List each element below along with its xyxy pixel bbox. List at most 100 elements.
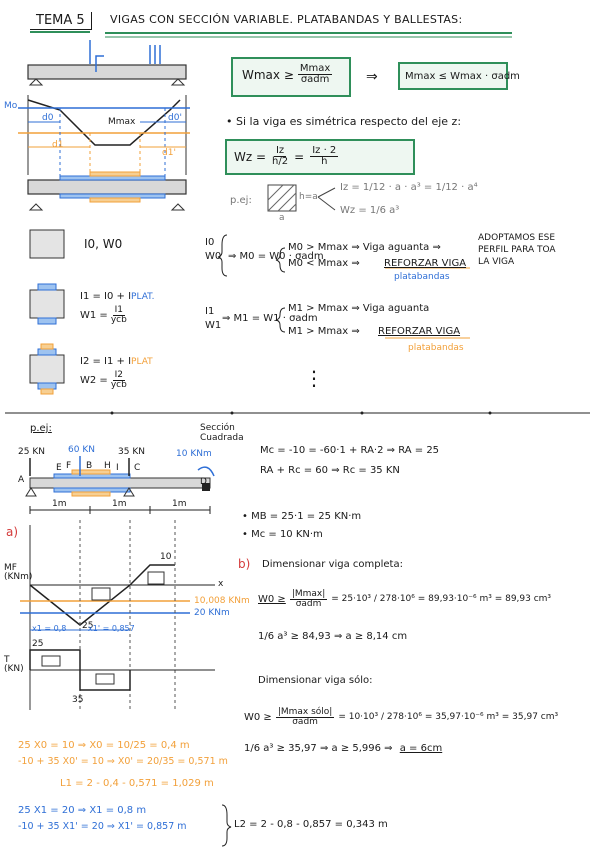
w0b-den: σadm xyxy=(292,717,318,727)
mc-value: • Mc = 10 KN·m xyxy=(242,529,323,540)
symmetric-note: • Si la viga es simétrica respecto del e… xyxy=(226,115,462,128)
wz-formula: Wz = Iz h/2 = Iz · 2 h xyxy=(234,145,339,167)
m1-lt: M1 > Mmax ⇒ xyxy=(288,326,360,337)
len-1: 1m xyxy=(52,499,67,509)
pej-top: p.ej: xyxy=(230,195,252,206)
wz-line: Wz = 1/6 a³ xyxy=(340,205,400,216)
s1-plat: PLAT. xyxy=(131,292,155,302)
point-c: C xyxy=(134,463,141,473)
m0-gt: M0 > Mmax ⇒ Viga aguanta ⇒ xyxy=(288,242,441,253)
force-35: 35 KN xyxy=(118,447,145,457)
tema-label: TEMA 5 xyxy=(30,12,92,30)
w0-num: |Mmax| xyxy=(289,589,328,600)
m1-formula: ⇒ M1 = W1 · σadm xyxy=(222,313,318,324)
i1: I1 xyxy=(205,306,215,317)
calc-x1: 25 X1 = 20 ⇒ X1 = 0,8 m xyxy=(18,805,147,816)
eq-ra: RA + Rc = 60 ⇒ Rc = 35 KN xyxy=(260,465,400,476)
t-axis-label: T (KN) xyxy=(4,655,24,674)
dim-solo: Dimensionar viga sólo: xyxy=(258,675,373,686)
d0p-label: d0' xyxy=(168,113,182,123)
mf-val-10: 10 xyxy=(160,552,172,562)
dim-complete: Dimensionar viga completa: xyxy=(262,559,403,570)
wmax-num: Mmax xyxy=(297,63,333,75)
w0b-formula: W0 ≥ |Mmax sólo| σadm = 10·10³ / 278·10⁶… xyxy=(244,708,558,727)
s2-i: I2 = I1 + IPLAT xyxy=(80,357,153,367)
w0b-num: |Mmax sólo| xyxy=(275,707,335,718)
top-beam-diagram xyxy=(18,40,190,211)
s2-i-text: I2 = I1 + I xyxy=(80,356,132,367)
reforzar2: REFORZAR VIGA xyxy=(378,326,461,337)
d0-label: d0 xyxy=(42,113,54,123)
wmax-fraction: Mmax σadm xyxy=(297,63,333,85)
reforzar1: REFORZAR VIGA xyxy=(384,258,467,269)
seccion-label: Sección xyxy=(200,423,235,433)
wz-eq: = xyxy=(294,149,305,164)
s2-w: W2 = I2 ycb xyxy=(80,371,127,390)
calc-x0p: -10 + 35 X0' = 10 ⇒ X0' = 20/35 = 0,571 … xyxy=(18,756,228,767)
a-ineq-1: 1/6 a³ ≥ 84,93 ⇒ a ≥ 8,14 cm xyxy=(258,631,408,642)
w0-den: σadm xyxy=(295,599,322,609)
part-b-label: b) xyxy=(238,557,251,571)
calc-l2: L2 = 2 - 0,8 - 0,857 = 0,343 m xyxy=(234,819,388,830)
wz-frac2: Iz · 2 h xyxy=(310,145,339,167)
a-ineq-2-row: 1/6 a³ ≥ 35,97 ⇒ a ≥ 5,996 ⇒ a = 6cm xyxy=(244,744,442,754)
point-i: I xyxy=(116,463,119,473)
mf-axis-label: MF (KNm) xyxy=(4,563,33,582)
continuation-dots: ⋮ xyxy=(304,366,324,390)
wmax-lhs: Wmax ≥ xyxy=(242,67,294,82)
wz-num2: Iz · 2 xyxy=(310,145,339,157)
h-eq-a: h=a xyxy=(299,192,318,202)
t-val-25: 25 xyxy=(32,639,44,649)
point-e: E xyxy=(56,463,62,473)
wz-den2: h xyxy=(321,156,328,167)
example-beam xyxy=(25,456,215,514)
point-b: B xyxy=(86,461,93,471)
point-h: H xyxy=(104,461,111,471)
perfil: PERFIL PARA TOA xyxy=(478,245,556,255)
mf-x-axis: x xyxy=(218,579,224,589)
wz-lhs: Wz = xyxy=(234,149,267,164)
w0b-ge: W0 ≥ xyxy=(244,711,272,723)
blue-line-label: 20 KNm xyxy=(194,608,230,618)
example-label: p.ej: xyxy=(30,423,52,434)
s2-w-den: ycb xyxy=(110,380,127,390)
w0b-frac: |Mmax sólo| σadm xyxy=(275,707,335,727)
orange-line-label: 10,008 KNm xyxy=(194,596,250,606)
s1-w: W1 = I1 ycb xyxy=(80,306,127,325)
t-val-35: 35 xyxy=(72,695,84,705)
force-25: 25 KN xyxy=(18,447,45,457)
mf-val-25: 25 xyxy=(82,621,94,631)
wz-num1: Iz xyxy=(273,145,287,157)
platabandas2: platabandas xyxy=(408,343,464,353)
point-f: F xyxy=(66,461,72,471)
mmax-box-formula: Mmax ≤ Wmax · σadm xyxy=(405,71,520,82)
s2-w-frac: I2 ycb xyxy=(111,371,127,390)
side-a: a xyxy=(279,213,285,223)
len-2: 1m xyxy=(112,499,127,509)
w0: W0 xyxy=(205,251,222,262)
s1-w-lhs: W1 = xyxy=(80,309,108,321)
a-result: a = 6cm xyxy=(399,743,443,754)
calc-l1: L1 = 2 - 0,4 - 0,571 = 1,029 m xyxy=(60,778,214,789)
w0-formula: W0 ≥ |Mmax| σadm = 25·10³ / 278·10⁶ = 89… xyxy=(258,590,551,609)
moment-diagram xyxy=(20,520,215,710)
point-a: A xyxy=(18,475,25,485)
w1: W1 xyxy=(205,320,222,331)
s2-w-num: I2 xyxy=(112,370,125,381)
w0b-val: = 10·10³ / 278·10⁶ = 35,97·10⁻⁶ m³ = 35,… xyxy=(338,712,559,722)
calc-x0: 25 X0 = 10 ⇒ X0 = 10/25 = 0,4 m xyxy=(18,740,190,751)
wmax-den: σadm xyxy=(300,74,330,85)
section0-label: I0, W0 xyxy=(84,237,123,251)
s1-i: I1 = I0 + IPLAT. xyxy=(80,292,154,302)
eq-mc: Mc = -10 = -60·1 + RA·2 ⇒ RA = 25 xyxy=(260,445,440,456)
s1-w-num: I1 xyxy=(112,305,125,316)
mb-value: • MB = 25·1 = 25 KN·m xyxy=(242,511,362,522)
d1p-label: d1' xyxy=(162,148,176,158)
cuadrada-label: Cuadrada xyxy=(200,433,244,443)
la-viga: LA VIGA xyxy=(478,257,515,267)
force-60: 60 KN xyxy=(68,445,95,455)
d1-label: d1 xyxy=(52,140,64,150)
s1-w-den: ycb xyxy=(110,315,127,325)
s2-plat: PLAT xyxy=(131,357,153,367)
